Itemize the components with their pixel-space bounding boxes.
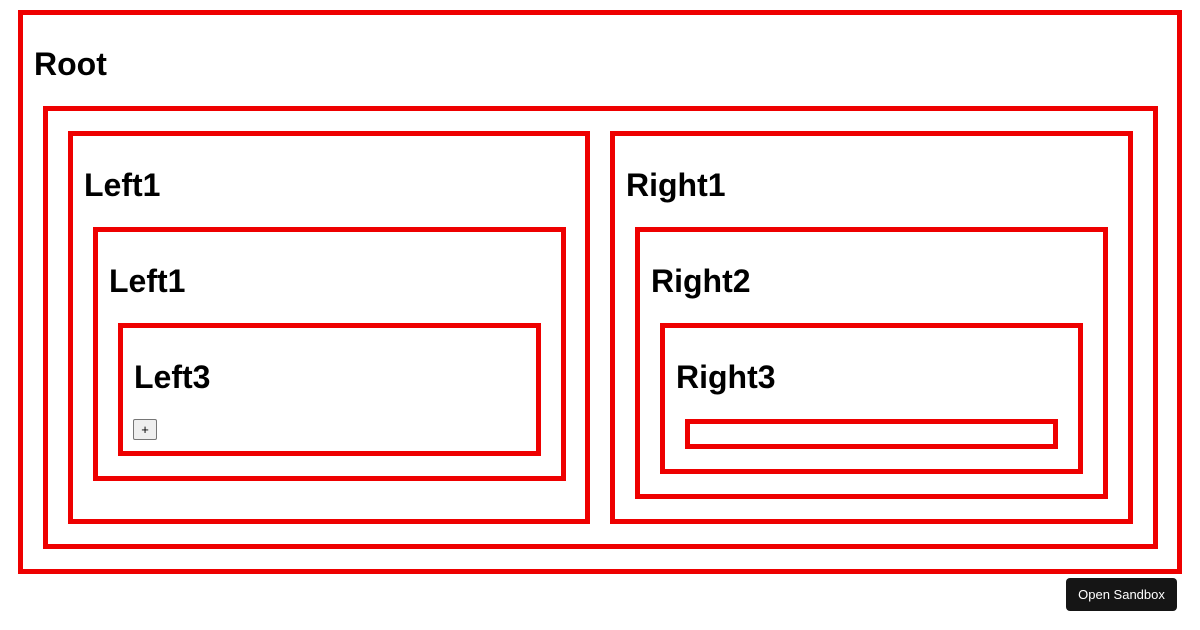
open-sandbox-button[interactable]: Open Sandbox <box>1066 578 1177 611</box>
right2-heading: Right2 <box>651 263 751 299</box>
left3-heading: Left3 <box>134 359 211 395</box>
right1-box <box>610 131 1133 524</box>
left1-heading: Left1 <box>84 167 161 203</box>
root-heading: Root <box>34 46 107 82</box>
right2-box <box>635 227 1108 499</box>
right3-heading: Right3 <box>676 359 776 395</box>
root-box <box>18 10 1182 574</box>
left1-box <box>68 131 590 524</box>
add-button[interactable]: + <box>133 419 157 440</box>
left2-box <box>93 227 566 481</box>
right3-box <box>660 323 1083 474</box>
right1-heading: Right1 <box>626 167 726 203</box>
root-inner-box <box>43 106 1158 549</box>
right-empty-child-box <box>685 419 1058 449</box>
left3-box <box>118 323 541 456</box>
left2-heading: Left1 <box>109 263 186 299</box>
